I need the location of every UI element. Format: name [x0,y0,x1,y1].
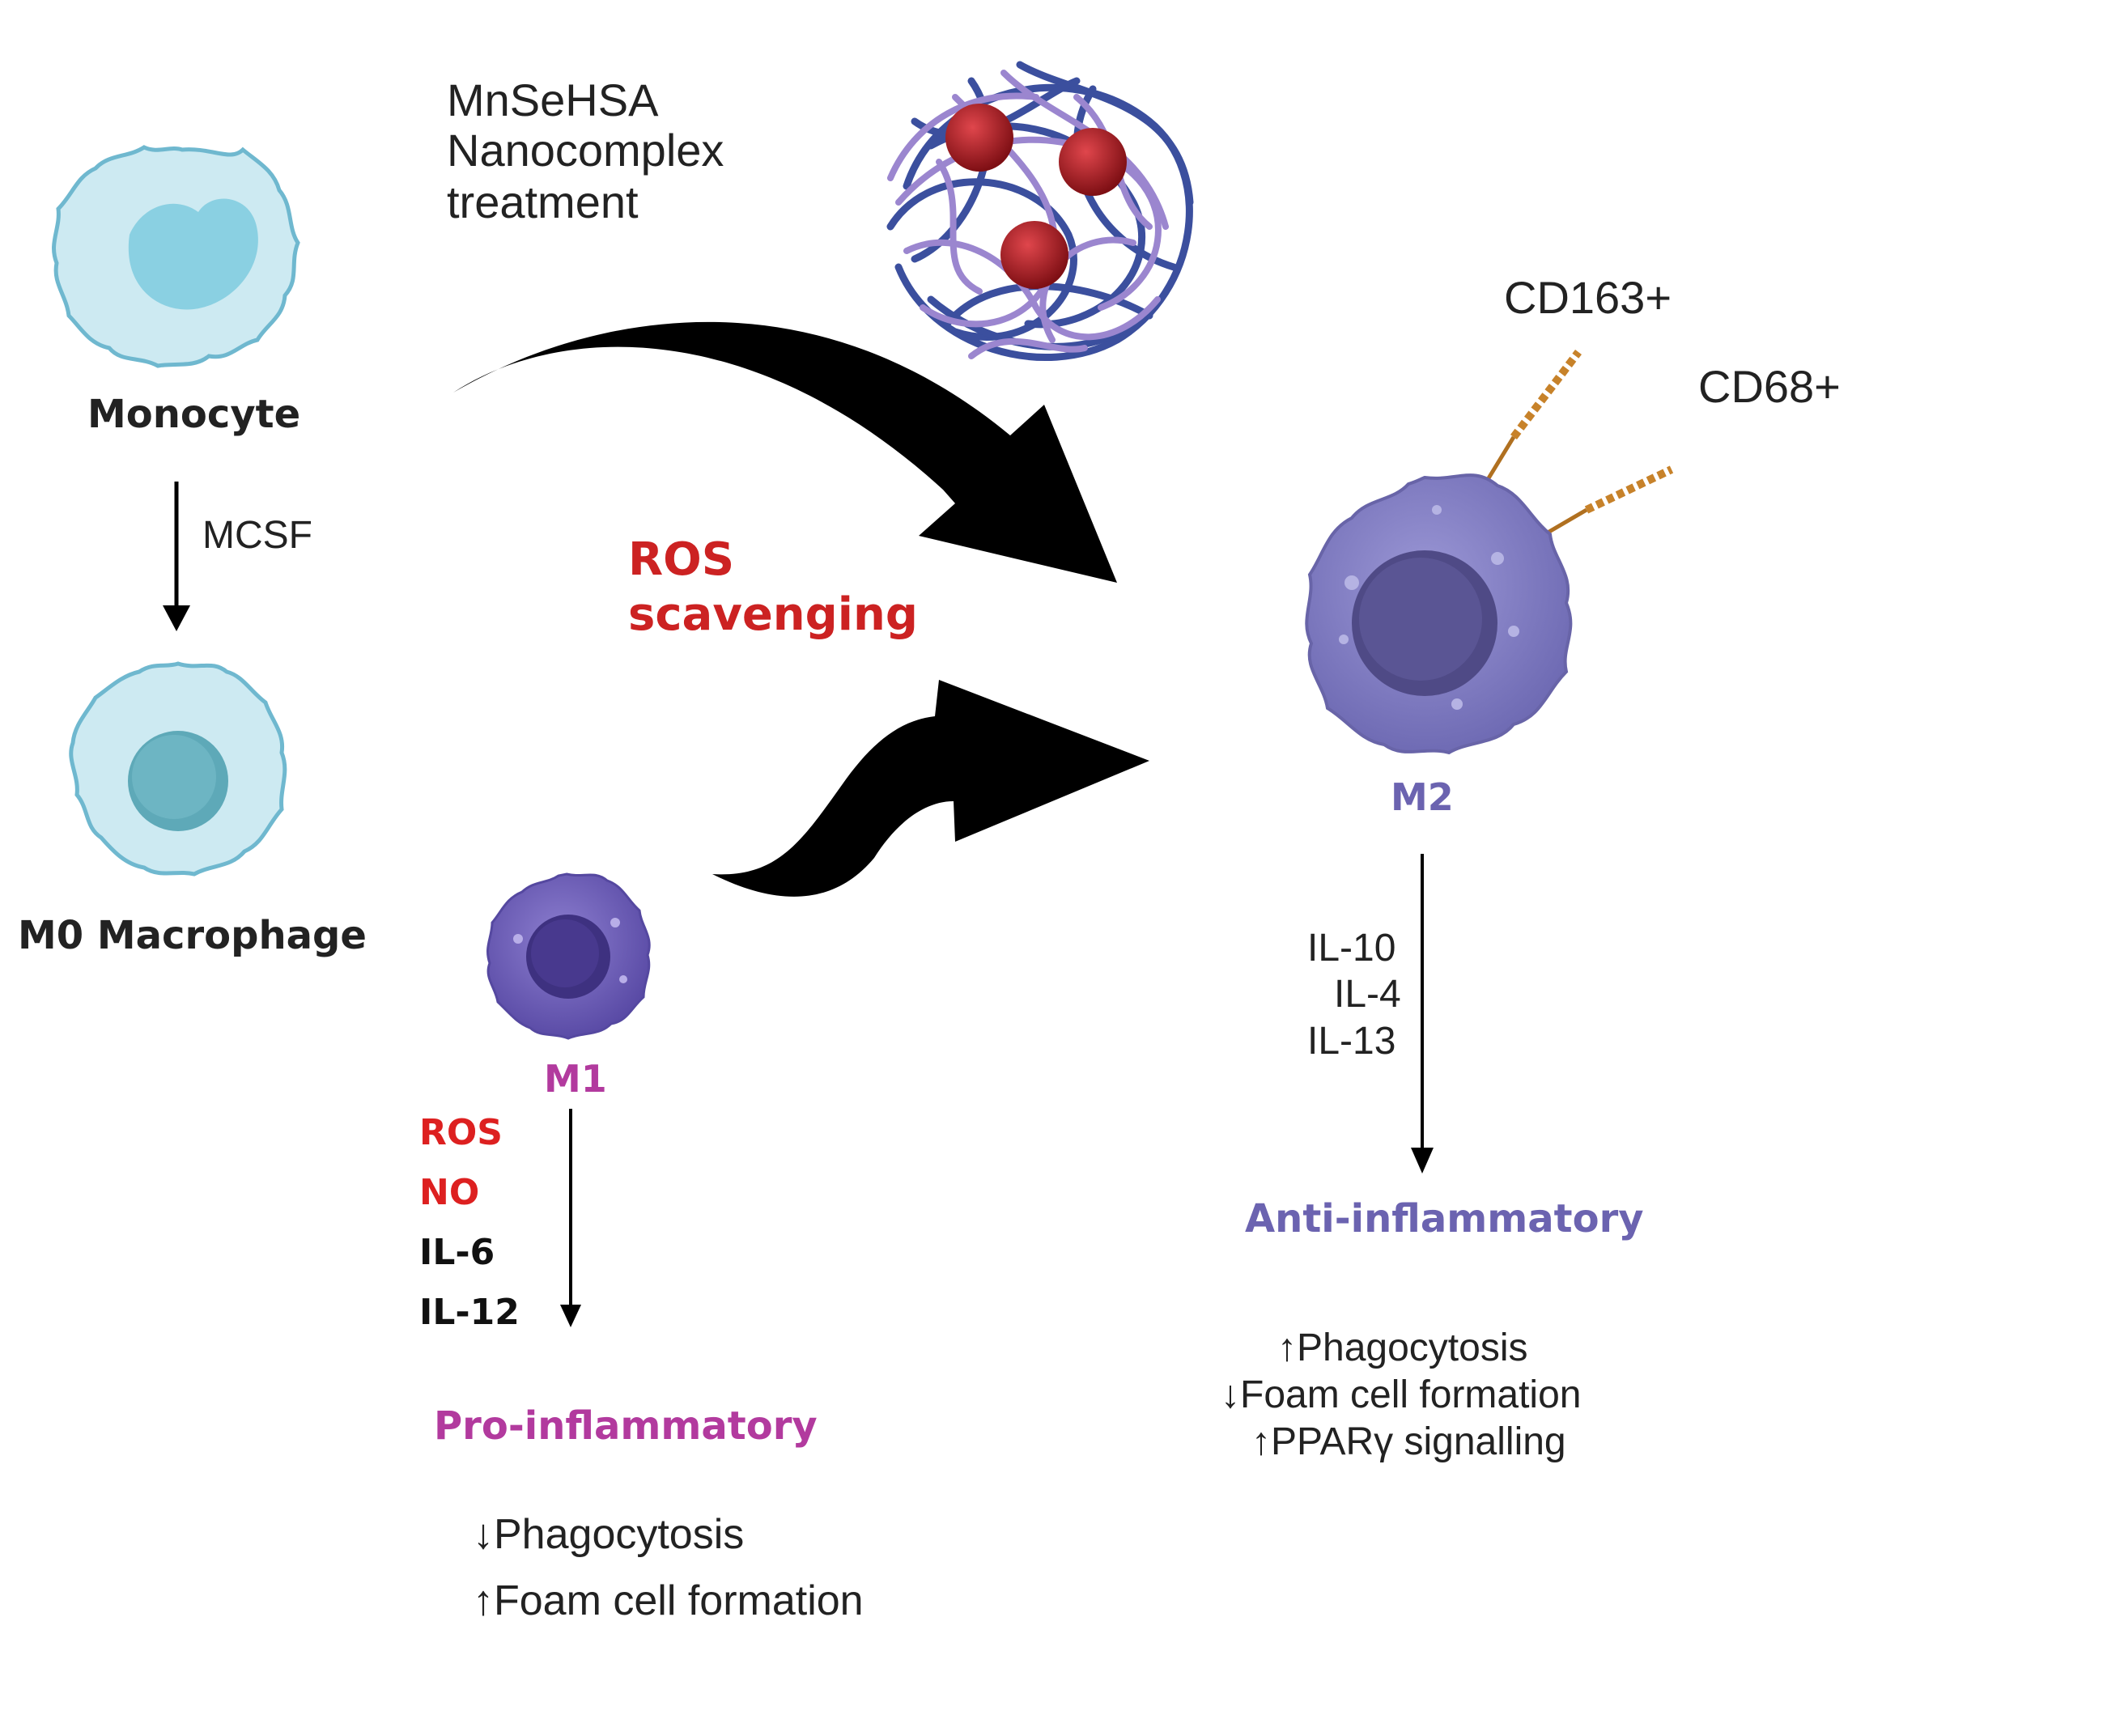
m2-macrophage-cell-icon [1305,473,1573,755]
cd163-label: CD163+ [1504,272,1672,323]
m0-macrophage-cell-icon [69,661,287,876]
m2-effect-phagocytosis: ↑Phagocytosis [1277,1326,1528,1369]
m0-macrophage-label: M0 Macrophage [18,913,367,958]
m2-down-arrow [1411,854,1434,1174]
treatment-label-line3: treatment [447,176,639,227]
il4-label: IL-4 [1334,973,1401,1016]
ros-scavenging-line1: ROS [628,533,735,586]
m2-effect-ppar: ↑PPARγ signalling [1251,1420,1566,1463]
m1-mediator-il6: IL-6 [419,1232,495,1273]
il13-label: IL-13 [1307,1020,1396,1063]
m1-effect-phagocytosis: ↓Phagocytosis [473,1511,745,1558]
m1-down-arrow [560,1109,581,1327]
cd68-label: CD68+ [1698,361,1841,412]
pro-inflammatory-label: Pro-inflammatory [434,1403,818,1449]
m2-effect-foam-cell: ↓Foam cell formation [1221,1373,1582,1416]
monocyte-cell-icon [52,145,300,368]
m2-label: M2 [1391,775,1454,819]
treatment-label-line1: MnSeHSA [447,74,659,125]
m1-macrophage-cell-icon [486,872,651,1040]
mcsf-label: MCSF [202,514,312,557]
m1-mediator-il12: IL-12 [419,1292,520,1333]
m1-to-m2-arrow [712,680,1149,897]
nanocomplex-icon [886,53,1202,368]
mcsf-arrow [163,482,190,631]
anti-inflammatory-label: Anti-inflammatory [1245,1196,1644,1242]
monocyte-label: Monocyte [87,392,301,437]
m1-label: M1 [544,1057,607,1101]
m1-mediator-ros: ROS [419,1112,503,1153]
m1-effect-foam-cell: ↑Foam cell formation [473,1577,864,1624]
il10-label: IL-10 [1307,927,1396,970]
ros-scavenging-line2: scavenging [628,588,918,641]
m1-mediator-no: NO [419,1172,480,1213]
treatment-label-line2: Nanocomplex [447,125,724,176]
treatment-arrow [453,321,1117,583]
